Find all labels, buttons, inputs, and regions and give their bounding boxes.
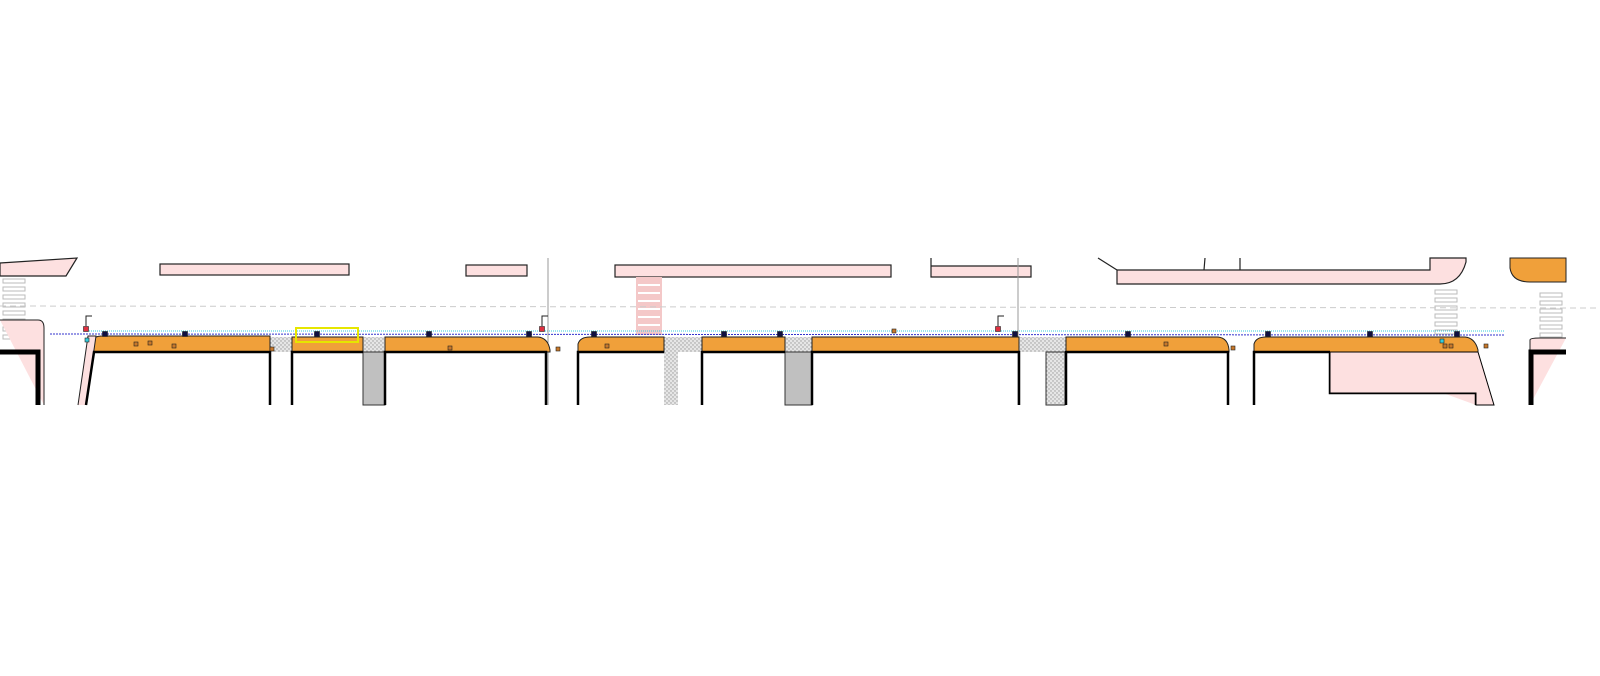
selection-box[interactable] [295, 327, 359, 343]
crosswalk-stripe [1539, 316, 1563, 322]
crosswalk-stripe [1539, 292, 1563, 298]
fixture-marker [555, 346, 561, 352]
crosswalk-stripe [1434, 313, 1458, 319]
crosswalk-stripe [2, 310, 26, 316]
survey-markers [83, 315, 1489, 352]
crosswalk-stripe [1539, 332, 1563, 338]
crosswalk-stripe [1539, 324, 1563, 330]
crosswalk-stripe [1434, 321, 1458, 327]
navy-marker [1125, 331, 1131, 337]
navy-marker [102, 331, 108, 337]
navy-marker [1265, 331, 1271, 337]
building-block [930, 258, 1032, 278]
fixture-marker [171, 343, 177, 349]
cyan-marker [84, 337, 90, 343]
cyan-marker [1439, 338, 1445, 344]
fixture-marker [269, 346, 275, 352]
crosswalk-stripe [1539, 308, 1563, 314]
crosswalk-stripes [2, 278, 1563, 340]
fixture-marker [1448, 343, 1454, 349]
navy-marker [1454, 331, 1460, 337]
marker-leader [85, 315, 92, 326]
sidewalk-segment [577, 336, 665, 353]
crosswalk-stripe [2, 286, 26, 292]
crosswalk-stripe [1539, 300, 1563, 306]
navy-marker [426, 331, 432, 337]
sidewalk-segment [701, 336, 786, 353]
sidewalk-segment [811, 336, 1020, 353]
navy-marker [182, 331, 188, 337]
building-block [465, 264, 528, 277]
navy-marker [314, 331, 320, 337]
building-block [159, 263, 350, 276]
sidewalk-segment [86, 335, 271, 353]
sidewalk-segment [1065, 336, 1230, 353]
building-block [0, 257, 79, 277]
lower-buildings [0, 319, 1566, 406]
sidewalk-corner [1509, 257, 1567, 283]
fixture-marker [133, 341, 139, 347]
navy-marker [526, 331, 532, 337]
red-marker [539, 326, 545, 332]
crosswalk-stripe [1434, 297, 1458, 303]
navy-marker [1012, 331, 1018, 337]
navy-marker [721, 331, 727, 337]
fixture-marker [604, 343, 610, 349]
navy-marker [591, 331, 597, 337]
marker-leader [997, 315, 1004, 326]
fixture-marker [1163, 341, 1169, 347]
red-marker [83, 326, 89, 332]
sidewalk-segment [384, 336, 551, 353]
crosswalk-stripe [2, 302, 26, 308]
crosswalk-pink [636, 277, 662, 335]
navy-marker [1367, 331, 1373, 337]
red-marker [995, 326, 1001, 332]
building-block [614, 264, 892, 278]
fixture-marker [447, 345, 453, 351]
upper-buildings [0, 257, 1467, 285]
building-block [1116, 257, 1467, 285]
fixture-marker [1442, 343, 1448, 349]
crosswalk-stripe [1434, 289, 1458, 295]
fixture-marker [891, 328, 897, 334]
fixture-marker [147, 340, 153, 346]
sidewalk-segment [291, 336, 364, 353]
navy-marker [777, 331, 783, 337]
fixture-marker [1483, 343, 1489, 349]
fixture-marker [1230, 345, 1236, 351]
marker-leader [541, 315, 548, 326]
paving-gaps [270, 337, 1066, 406]
lane-dashed-line [0, 305, 1600, 309]
sidewalk-segments [86, 257, 1567, 353]
crosswalk-stripe [2, 294, 26, 300]
sidewalk-segment [1253, 336, 1479, 353]
crosswalk-stripe [2, 278, 26, 284]
